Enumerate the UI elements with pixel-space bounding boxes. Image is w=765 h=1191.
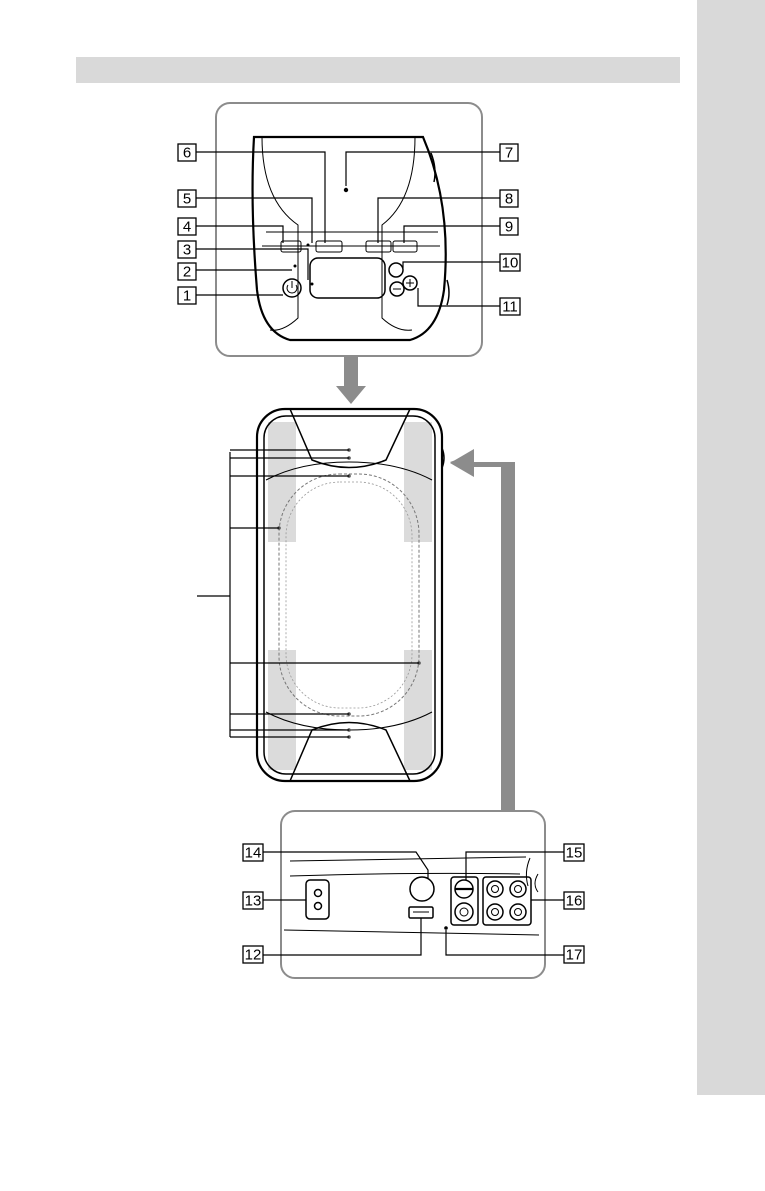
callout-5: 5 [178, 190, 196, 208]
callout-2: 2 [178, 263, 196, 281]
callout-13-label: 13 [245, 893, 262, 910]
callout-17: 17 [564, 946, 584, 964]
callout-11: 11 [500, 298, 520, 316]
down-arrow [336, 356, 366, 404]
callout-10-label: 10 [502, 255, 519, 272]
callout-16-label: 16 [566, 893, 583, 910]
lighting-bracket [197, 450, 419, 737]
up-arrow [450, 455, 515, 812]
callout-7: 7 [500, 144, 518, 162]
callout-4-label: 4 [183, 219, 191, 236]
callout-9: 9 [500, 218, 518, 236]
callout-15-label: 15 [566, 845, 583, 862]
callout-8-label: 8 [505, 191, 513, 208]
callout-5-label: 5 [183, 191, 191, 208]
callout-3-label: 3 [183, 242, 191, 259]
callout-6-label: 6 [183, 145, 191, 162]
callout-7-label: 7 [505, 145, 513, 162]
callout-13: 13 [243, 892, 263, 910]
callout-12-label: 12 [245, 947, 262, 964]
top-view-panel [216, 103, 482, 356]
callout-16: 16 [564, 892, 584, 910]
callout-10: 10 [500, 254, 520, 272]
front-view-speaker [257, 409, 444, 781]
callout-6: 6 [178, 144, 196, 162]
callout-3: 3 [178, 241, 196, 259]
callout-14-label: 14 [245, 845, 262, 862]
callout-8: 8 [500, 190, 518, 208]
callout-9-label: 9 [505, 219, 513, 236]
callout-17-label: 17 [566, 947, 583, 964]
callout-14: 14 [243, 844, 263, 862]
callout-11-label: 11 [502, 299, 518, 316]
callout-2-label: 2 [183, 264, 191, 281]
callout-12: 12 [243, 946, 263, 964]
callout-15: 15 [564, 844, 584, 862]
callout-4: 4 [178, 218, 196, 236]
callout-1: 1 [178, 287, 196, 305]
callout-1-label: 1 [183, 288, 191, 305]
